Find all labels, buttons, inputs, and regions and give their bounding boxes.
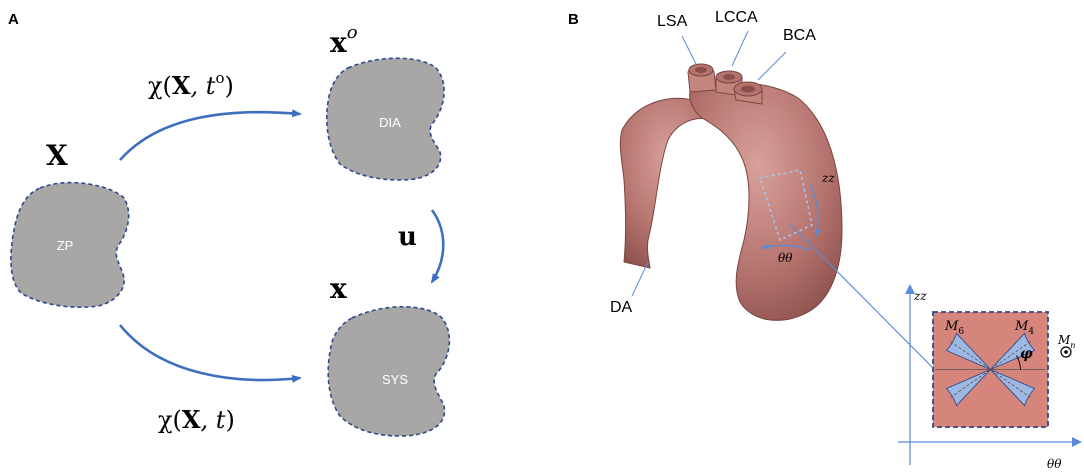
- tt-direction-label: θθ: [778, 251, 793, 265]
- map-label-top: χ(X, to): [148, 69, 234, 100]
- leader-bca: [757, 51, 787, 81]
- m4-label: M4: [1014, 319, 1034, 337]
- material-patch: [758, 169, 813, 242]
- diastolic-shape-label: DIA: [379, 115, 401, 130]
- aortic-branches: [687, 63, 763, 105]
- reference-shape-zp: [10, 181, 130, 309]
- tt-direction-arrow: [761, 243, 811, 251]
- zz-direction-label: zz: [821, 171, 835, 185]
- reference-symbol: X: [46, 139, 68, 172]
- inset-axis-zz-label: zz: [913, 289, 927, 303]
- systolic-shape-label: SYS: [382, 372, 408, 387]
- label-da: DA: [610, 299, 633, 316]
- map-arrow-bottom: [118, 324, 302, 383]
- aorta-arch-and-ascending: [689, 82, 843, 321]
- inset-axis-tt-label: θθ: [1047, 457, 1062, 471]
- aorta-model: [619, 63, 843, 321]
- zz-direction-arrow: [809, 184, 821, 237]
- label-bca: BCA: [783, 27, 816, 44]
- label-lcca: LCCA: [715, 9, 758, 26]
- diastolic-shape-dia: [326, 57, 445, 181]
- displacement-label: u: [398, 222, 417, 252]
- diastolic-symbol: xo: [330, 22, 358, 59]
- mn-out-of-plane-icon: [1060, 346, 1072, 358]
- label-lsa: LSA: [657, 13, 688, 30]
- mn-label: Mn: [1057, 333, 1075, 350]
- panel-b-label: B: [568, 11, 579, 28]
- reference-shape-label: ZP: [57, 238, 74, 253]
- patch-to-inset-connector: [789, 223, 936, 371]
- systolic-shape-sys: [327, 305, 451, 437]
- map-arrow-top: [119, 109, 302, 161]
- map-label-bottom: χ(X, t): [158, 405, 235, 434]
- systolic-symbol: x: [330, 272, 347, 305]
- angle-label: φ: [1020, 346, 1033, 362]
- panel-a-label: A: [8, 11, 19, 28]
- fiber-families: [935, 332, 1046, 407]
- aorta-descending: [619, 97, 727, 269]
- fiber-inset: zz θθ M6 M4 φ Mn: [898, 284, 1082, 471]
- leader-lsa: [681, 35, 697, 65]
- leader-da: [631, 261, 649, 297]
- displacement-arrow: [430, 209, 445, 284]
- m6-label: M6: [944, 319, 964, 337]
- leader-lcca: [731, 30, 749, 67]
